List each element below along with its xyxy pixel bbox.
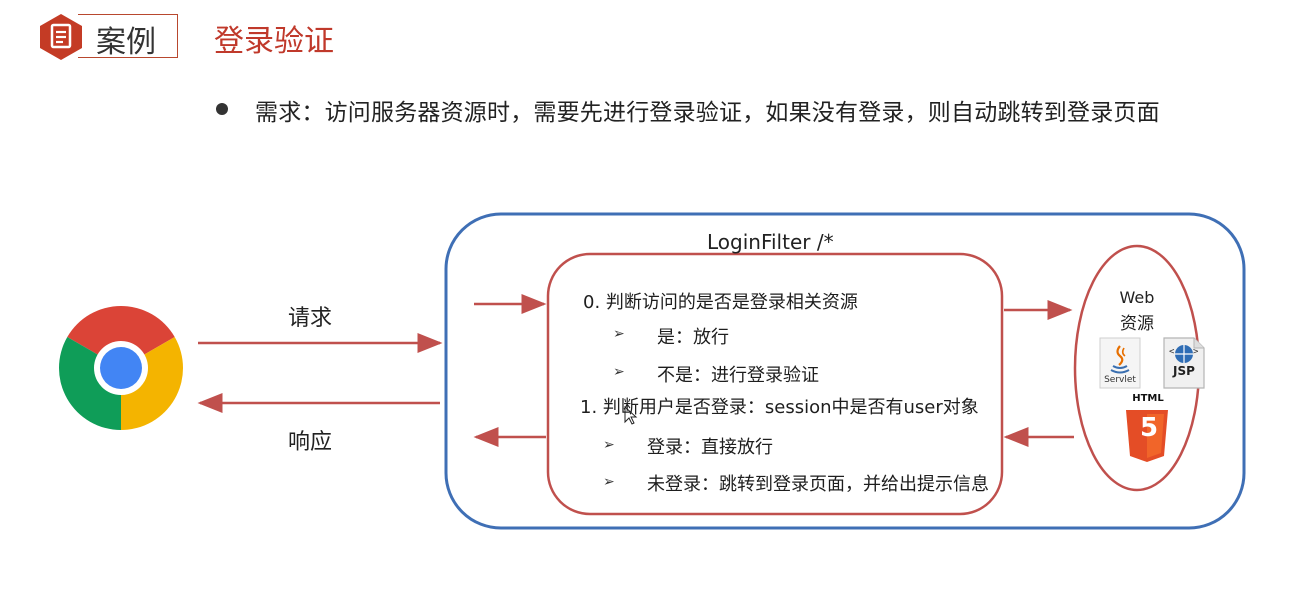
requirement-text: 需求：访问服务器资源时，需要先进行登录验证，如果没有登录，则自动跳转到登录页面: [255, 100, 1160, 126]
step1-logged-text: 登录：直接放行: [647, 437, 773, 458]
filter-label: LoginFilter /*: [707, 230, 834, 254]
jsp-icon: < >: [1163, 337, 1205, 389]
chevron-right-icon: ➢: [603, 437, 615, 453]
case-tag: 案例: [36, 14, 180, 60]
jsp-label: JSP: [1173, 364, 1195, 378]
logic-box: [546, 252, 1004, 516]
response-label: 响应: [288, 430, 333, 455]
request-label: 请求: [288, 306, 333, 331]
case-tag-box: [78, 14, 178, 58]
document-icon: [40, 14, 82, 60]
cursor-icon: [624, 405, 638, 425]
case-tag-label: 案例: [96, 25, 156, 60]
filter-box: [444, 212, 1246, 530]
html5-icon: [1126, 410, 1168, 462]
svg-text:<: <: [1169, 347, 1175, 357]
step0-text: 0. 判断访问的是否是登录相关资源: [583, 292, 858, 313]
step1-not-logged-text: 未登录：跳转到登录页面，并给出提示信息: [647, 474, 989, 495]
step1-text: 1. 判断用户是否登录：session中是否有user对象: [580, 397, 979, 418]
web-resource-line1: Web: [1119, 288, 1155, 307]
step0-no-text: 不是：进行登录验证: [657, 365, 819, 386]
servlet-label: Servlet: [1104, 375, 1136, 385]
html-label: HTML: [1132, 393, 1164, 404]
chevron-right-icon: ➢: [603, 474, 615, 490]
html5-number: 5: [1139, 413, 1159, 443]
chevron-right-icon: ➢: [613, 326, 625, 342]
page-title: 登录验证: [214, 24, 334, 59]
chevron-right-icon: ➢: [613, 364, 625, 380]
bullet-dot: [216, 103, 228, 115]
chrome-icon: [58, 305, 184, 430]
web-resource-line2: 资源: [1120, 314, 1154, 334]
step0-yes-text: 是：放行: [657, 327, 729, 348]
svg-text:>: >: [1193, 347, 1199, 357]
java-icon: [1099, 337, 1141, 389]
